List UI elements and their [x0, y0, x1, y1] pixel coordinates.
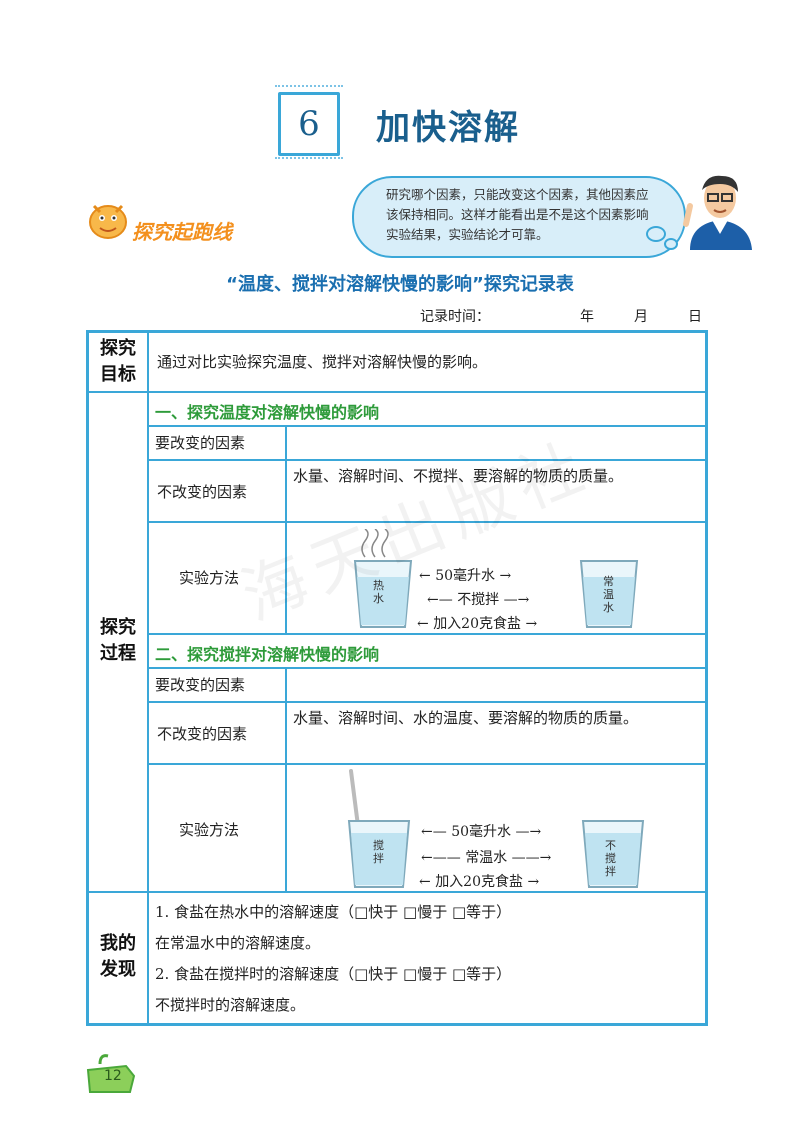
- part2-change-value: [287, 669, 705, 703]
- goal-header-line1: 探究: [100, 338, 136, 359]
- logo: 探究起跑线: [84, 192, 254, 252]
- page-number-badge-icon: [86, 1054, 136, 1093]
- record-table: 探究 目标 通过对比实验探究温度、搅拌对溶解快慢的影响。 探究 过程 一、探究温…: [86, 330, 708, 1026]
- finding-text: 1. 食盐在热水中的溶解速度（□快于 □慢于 □等于） 在常温水中的溶解速度。 …: [149, 893, 705, 1023]
- process-header: 探究 过程: [89, 393, 149, 893]
- record-time-label: 记录时间：: [420, 309, 490, 325]
- goal-header: 探究 目标: [89, 333, 149, 393]
- page-number: 12: [104, 1068, 122, 1084]
- chapter-number-box: 6: [275, 85, 343, 159]
- finding-header-line2: 发现: [100, 959, 136, 980]
- finding-header-line1: 我的: [100, 933, 136, 954]
- record-title: “温度、搅拌对溶解快慢的影响”探究记录表: [226, 274, 574, 295]
- record-year: 年: [580, 309, 594, 325]
- part2-arrow-3-text: 加入20克食盐: [435, 874, 524, 890]
- part2-right-cup-label: 不搅拌: [605, 839, 616, 878]
- record-time: 记录时间： 年 月 日: [420, 306, 710, 326]
- part1-arrow-1: ← 50毫升水 →: [419, 568, 512, 584]
- steam-icon: [361, 529, 389, 558]
- room-temperature-cup-icon: [579, 560, 639, 628]
- part1-change-label: 要改变的因素: [149, 427, 287, 461]
- finding-1-line-1: 1. 食盐在热水中的溶解速度（□快于 □慢于 □等于）: [155, 903, 512, 921]
- part1-arrow-2-text: 不搅拌: [457, 592, 500, 608]
- part2-change-label: 要改变的因素: [149, 669, 287, 703]
- finding-2-line-2: 不搅拌时的溶解速度。: [155, 996, 306, 1014]
- process-header-line2: 过程: [100, 643, 136, 664]
- logo-text: 探究起跑线: [132, 220, 232, 244]
- teacher-illustration-icon: [683, 175, 752, 250]
- part1-right-cup-label: 常温水: [603, 575, 614, 614]
- part1-method-label: 实验方法: [149, 523, 287, 635]
- part2-method-figure: 搅拌 不搅拌 ←— 50毫升水 —→ ←—— 常温水 ——→ ← 加入20克食盐…: [287, 765, 705, 893]
- part2-left-cup-label: 搅拌: [373, 839, 384, 865]
- stirred-cup-icon: [347, 820, 411, 888]
- part1-keep-label: 不改变的因素: [149, 461, 287, 523]
- finding-2-line-1: 2. 食盐在搅拌时的溶解速度（□快于 □慢于 □等于）: [155, 965, 512, 983]
- bubble-text: 研究哪个因素，只能改变这个因素，其他因素应该保持相同。这样才能看出是不是这个因素…: [386, 187, 649, 242]
- unstirred-cup-icon: [581, 820, 645, 888]
- part2-arrow-3: ← 加入20克食盐 →: [419, 874, 540, 890]
- part2-arrow-1-text: 50毫升水: [451, 824, 512, 840]
- part2-keep-label: 不改变的因素: [149, 703, 287, 765]
- part2-method-label: 实验方法: [149, 765, 287, 893]
- part1-left-cup-label: 热水: [373, 579, 384, 605]
- record-month: 月: [634, 309, 648, 325]
- process-header-line1: 探究: [100, 617, 136, 638]
- chapter-title: 加快溶解: [376, 108, 520, 148]
- goal-header-line2: 目标: [100, 364, 136, 385]
- part2-arrow-1: ←— 50毫升水 —→: [421, 824, 542, 840]
- part1-arrow-3-text: 加入20克食盐: [433, 616, 522, 632]
- chapter-number: 6: [298, 104, 320, 144]
- thought-bubble: [352, 176, 686, 258]
- cartoon-mascot-icon: [89, 204, 127, 239]
- part1-change-value: [287, 427, 705, 461]
- hot-water-cup-icon: [353, 560, 413, 628]
- part1-method-figure: 热水 常温水 ← 50毫升水 → ←— 不搅拌 —→ ← 加入20克食盐 →: [287, 523, 705, 635]
- part2-arrow-2-text: 常温水: [465, 850, 508, 866]
- finding-1-line-2: 在常温水中的溶解速度。: [155, 934, 321, 952]
- part1-arrow-2: ←— 不搅拌 —→: [427, 592, 530, 608]
- part1-title: 一、探究温度对溶解快慢的影响: [149, 393, 705, 427]
- bubble-dot: [646, 226, 666, 242]
- record-day: 日: [688, 309, 702, 325]
- part1-arrow-1-text: 50毫升水: [435, 568, 496, 584]
- part1-keep-value: 水量、溶解时间、不搅拌、要溶解的物质的质量。: [287, 461, 705, 523]
- part2-title: 二、探究搅拌对溶解快慢的影响: [149, 635, 705, 669]
- part1-arrow-3: ← 加入20克食盐 →: [417, 616, 538, 632]
- finding-header: 我的 发现: [89, 893, 149, 1023]
- goal-text: 通过对比实验探究温度、搅拌对溶解快慢的影响。: [149, 333, 705, 393]
- part2-arrow-2: ←—— 常温水 ——→: [421, 850, 552, 866]
- bubble-dot: [664, 238, 678, 250]
- part2-keep-value: 水量、溶解时间、水的温度、要溶解的物质的质量。: [287, 703, 705, 765]
